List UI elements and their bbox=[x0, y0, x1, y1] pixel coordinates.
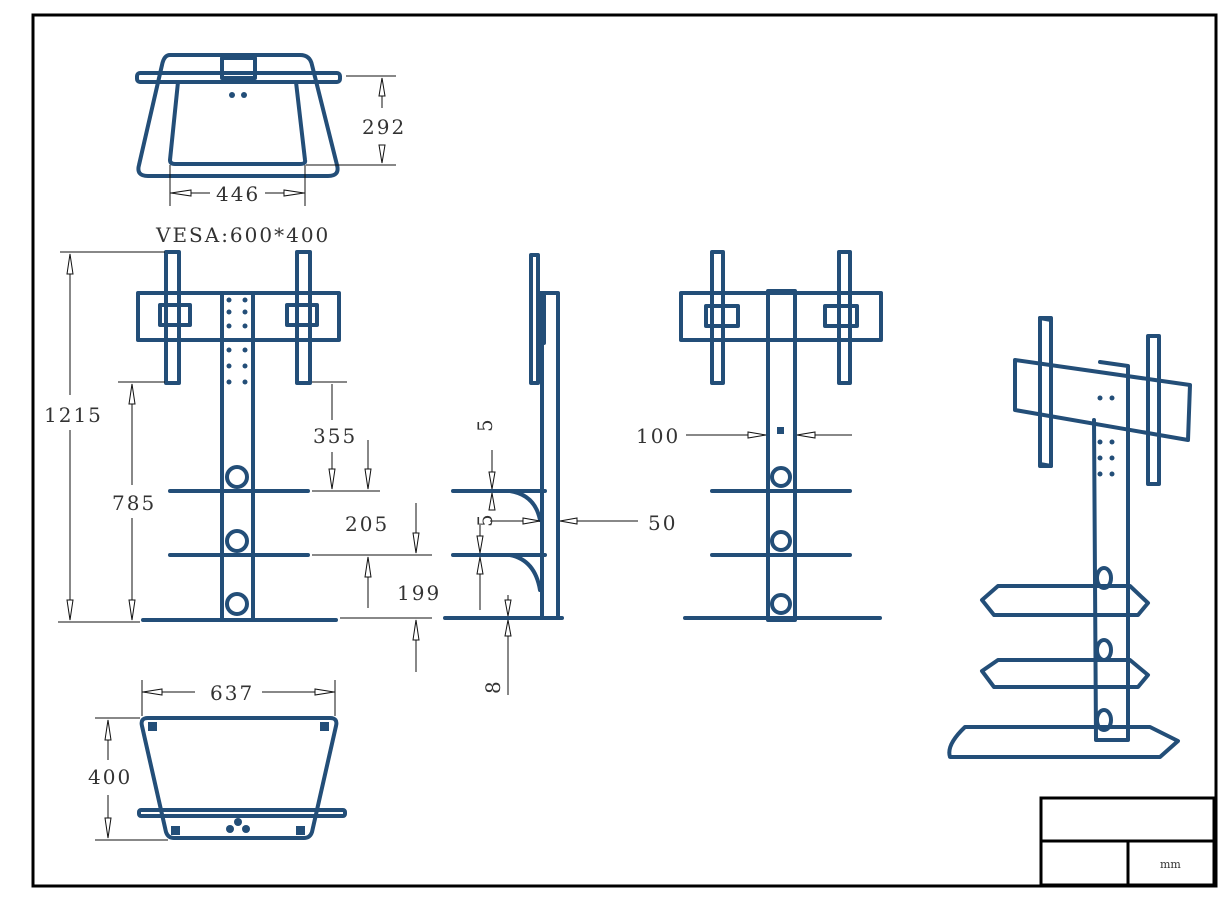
vesa-label: VESA:600*400 bbox=[155, 223, 330, 247]
dim-base-thickness: 8 bbox=[481, 679, 505, 694]
dim-total-height: 1215 bbox=[44, 403, 103, 427]
dim-shelf-thickness-bottom: 5 bbox=[473, 512, 497, 527]
back-view: 100 bbox=[636, 250, 883, 622]
dim-lower-height: 785 bbox=[112, 491, 156, 515]
dim-shelf-thickness-top: 5 bbox=[473, 417, 497, 432]
dim-shelf-spacing: 205 bbox=[345, 512, 389, 536]
perspective-view bbox=[947, 316, 1192, 759]
title-block: mm bbox=[1039, 796, 1216, 887]
dim-base-depth: 400 bbox=[88, 765, 132, 789]
dim-offset: 50 bbox=[648, 511, 677, 535]
top-view: 292 446 bbox=[135, 53, 406, 206]
base-view: 637 400 bbox=[88, 680, 347, 841]
unit-label: mm bbox=[1160, 858, 1181, 871]
dim-top-depth: 292 bbox=[362, 115, 406, 139]
side-view: 5 5 50 8 bbox=[443, 253, 677, 695]
dim-top-width: 446 bbox=[216, 182, 260, 206]
dim-bottom-shelf: 199 bbox=[397, 581, 441, 605]
drawing-frame bbox=[31, 13, 1218, 888]
dim-gap-top: 355 bbox=[313, 424, 357, 448]
dim-base-width: 637 bbox=[210, 681, 254, 705]
front-view: 1215 785 355 205 199 bbox=[44, 250, 441, 672]
dim-column-width: 100 bbox=[636, 424, 680, 448]
